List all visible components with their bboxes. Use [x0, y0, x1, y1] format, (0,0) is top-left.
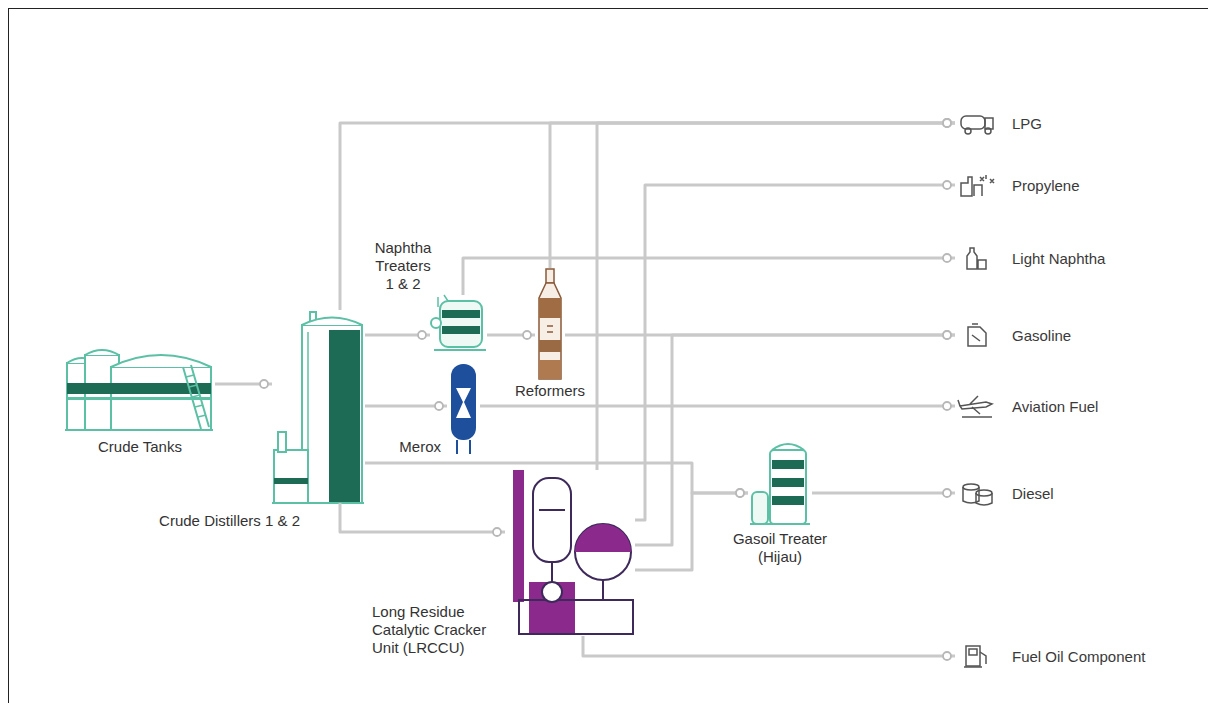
unit-label: Gasoil Treater (Hijau) [728, 530, 832, 566]
product-item: Light Naphtha [955, 244, 1105, 272]
flow-line [635, 335, 955, 545]
reformer-unit: Reformers [535, 268, 565, 380]
product-item: Fuel Oil Component [955, 642, 1145, 670]
flow-line [480, 405, 955, 408]
flow-line [812, 492, 955, 495]
flow-line [215, 383, 272, 386]
merox-vessel-icon [451, 364, 476, 454]
reformer-icon [539, 269, 561, 379]
cracker-unit-icon [513, 470, 633, 634]
flow-line [597, 123, 955, 470]
product-item: Aviation Fuel [955, 392, 1098, 420]
product-icons [958, 116, 994, 667]
product-label: Diesel [1012, 485, 1054, 502]
unit-label: Long Residue Catalytic Cracker Unit (LRC… [372, 603, 497, 657]
product-label: Fuel Oil Component [1012, 648, 1145, 665]
treater-icon [431, 295, 486, 350]
unit-label: Merox [385, 438, 441, 456]
treater-unit: Naphtha Treaters 1 & 2 [430, 295, 487, 352]
treater-unit: Gasoil Treater (Hijau) [748, 438, 812, 525]
product-item: Gasoline [955, 321, 1071, 349]
merox-unit: Merox [447, 360, 480, 455]
unit-label: Reformers [500, 382, 600, 400]
flow-line [635, 185, 955, 520]
product-item: Diesel [955, 479, 1054, 507]
distiller-unit: Crude Distillers 1 & 2 [272, 310, 365, 503]
flow-line [365, 463, 748, 493]
flow-line [635, 493, 748, 570]
tank-icon [65, 350, 213, 430]
unit-label: Naphtha Treaters 1 & 2 [372, 239, 434, 293]
product-label: Light Naphtha [1012, 250, 1105, 267]
flow-line [463, 258, 955, 295]
flow-line [583, 636, 955, 656]
tank-unit: Crude Tanks [65, 345, 215, 430]
cracker-unit: Long Residue Catalytic Cracker Unit (LRC… [505, 470, 635, 636]
flow-line [365, 405, 447, 408]
flow-line [550, 123, 955, 268]
flow-line [365, 334, 430, 337]
unit-label: Crude Distillers 1 & 2 [40, 512, 300, 530]
product-label: LPG [1012, 115, 1042, 132]
product-label: Aviation Fuel [1012, 398, 1098, 415]
product-item: LPG [955, 109, 1042, 137]
unit-label: Crude Tanks [65, 438, 215, 456]
frame-border [8, 8, 1208, 703]
flow-line [487, 334, 535, 337]
product-item: Propylene [955, 171, 1080, 199]
gasoil-treater-icon [750, 444, 810, 524]
distillation-column-icon [272, 312, 364, 503]
flow-line [340, 123, 955, 310]
flow-line [340, 503, 505, 532]
product-label: Propylene [1012, 177, 1080, 194]
product-label: Gasoline [1012, 327, 1071, 344]
